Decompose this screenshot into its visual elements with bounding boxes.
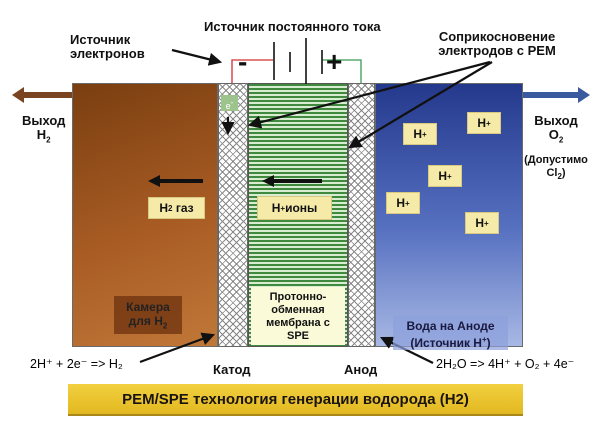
anode-equation: 2H₂O => 4H⁺ + O₂ + 4e⁻ <box>436 357 575 371</box>
h-ions-label: H+ ионы <box>257 196 332 220</box>
anode-electrode <box>348 83 375 347</box>
battery-icon <box>273 38 323 84</box>
contact-label: Соприкосновение электродов с PEM <box>438 29 556 58</box>
negative-wire <box>231 59 273 83</box>
anode-water-label: Вода на Аноде(Источник H+) <box>393 316 508 350</box>
h-plus-ion: H+ <box>428 165 462 187</box>
h-plus-ion: H+ <box>465 212 499 234</box>
electron-badge: e- <box>221 95 238 111</box>
dc-source-label: Источник постоянного тока <box>204 19 381 34</box>
electron-source-label: Источник электронов <box>70 32 145 61</box>
cathode-equation: 2H⁺ + 2e⁻ => H₂ <box>30 357 123 371</box>
flow-arrows <box>148 175 322 187</box>
positive-wire <box>322 59 362 83</box>
h-plus-ion: H+ <box>386 192 420 214</box>
h-plus-ion: H+ <box>403 123 437 145</box>
ion-flow-arrow <box>262 175 322 187</box>
anode-label: Анод <box>344 362 378 377</box>
h2-flow-arrow <box>148 175 203 187</box>
plus-sign: + <box>326 46 343 77</box>
o2-outlet-arrow <box>523 87 590 103</box>
pointer-arrows <box>139 48 493 364</box>
minus-sign: - <box>238 46 248 77</box>
h-plus-ion: H+ <box>467 112 501 134</box>
cathode-label: Катод <box>213 362 251 377</box>
title-banner: PEM/SPE технология генерации водорода (H… <box>68 384 523 416</box>
h2-outlet-arrow <box>12 87 72 103</box>
membrane-label: Протонно-обменная мембрана с SPE <box>251 287 345 345</box>
